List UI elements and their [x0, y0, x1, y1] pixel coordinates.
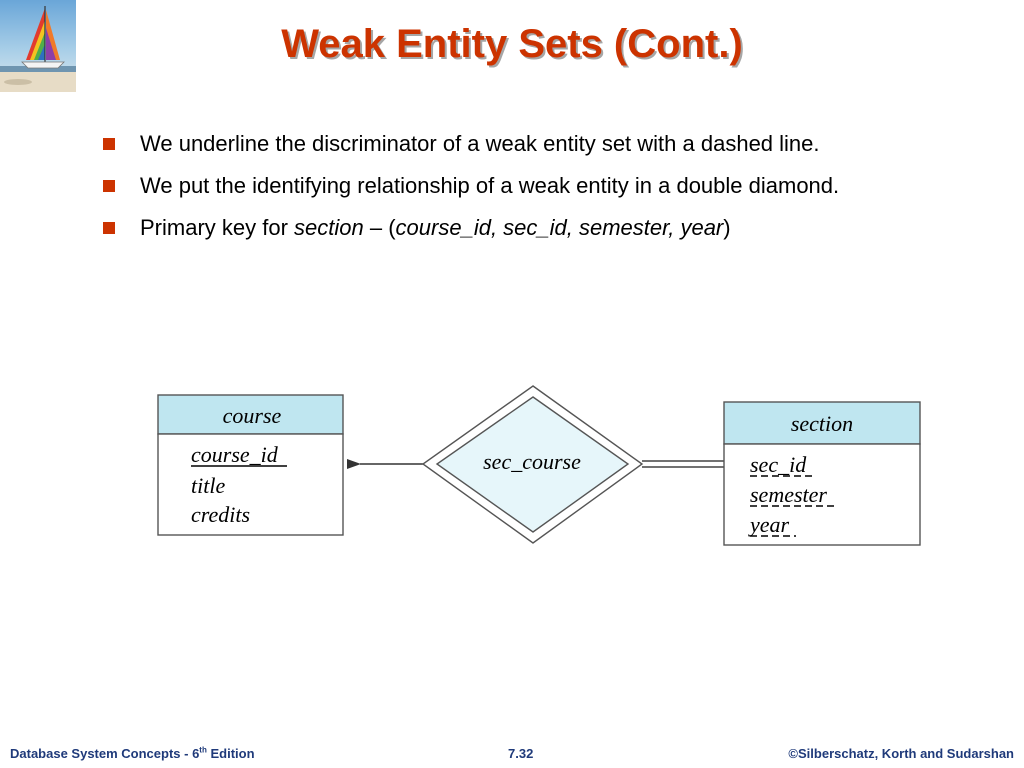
- entity-course-name: course: [223, 403, 282, 428]
- relationship-inner-diamond: [435, 396, 630, 533]
- entity-section-name: section: [791, 411, 853, 436]
- section-attr-year: year: [748, 512, 790, 537]
- entity-course-header: [157, 394, 344, 435]
- relationship-name: sec_course: [483, 449, 581, 474]
- entity-course: course course_id title credits: [157, 394, 344, 536]
- bullet-text-suffix: ): [723, 215, 731, 240]
- bullet-text: We put the identifying relationship of a…: [140, 173, 840, 198]
- bullet-primary-key: course_id, sec_id, semester, year: [395, 215, 724, 240]
- relationship-sec-course: sec_course: [421, 385, 644, 544]
- footer-edition-text: Edition: [206, 746, 255, 761]
- footer-copyright: ©Silberschatz, Korth and Sudarshan: [788, 746, 1014, 761]
- sailboat-logo: [0, 0, 76, 92]
- bullet-item: Primary key for section – (course_id, se…: [102, 212, 902, 243]
- bullet-text-prefix: Primary key for: [140, 215, 295, 240]
- bullet-text-separator: – (: [363, 215, 396, 240]
- course-attr-course-id: course_id: [191, 442, 279, 467]
- section-attr-sec-id: sec_id: [750, 452, 807, 477]
- course-attr-credits: credits: [191, 502, 250, 527]
- bullet-list: We underline the discriminator of a weak…: [102, 128, 902, 254]
- bullet-item: We underline the discriminator of a weak…: [102, 128, 902, 159]
- bullet-square-icon: [103, 222, 115, 234]
- footer-slide-number: 7.32: [508, 746, 534, 761]
- section-attr-semester: semester: [750, 482, 827, 507]
- bullet-entity-name: section: [294, 215, 364, 240]
- slide-title: Weak Entity Sets (Cont.): [281, 22, 743, 66]
- entity-section: section sec_id semester year: [723, 401, 921, 546]
- entity-section-header: [723, 401, 921, 445]
- course-attr-title: title: [191, 473, 225, 498]
- bullet-item: We put the identifying relationship of a…: [102, 170, 902, 201]
- bullet-text: We underline the discriminator of a weak…: [140, 131, 820, 156]
- entity-section-body: [723, 443, 921, 546]
- bullet-square-icon: [103, 138, 115, 150]
- footer-book-title-text: Database System Concepts - 6: [10, 746, 200, 761]
- entity-course-body: [157, 433, 344, 536]
- footer-book-title: Database System Concepts - 6th Edition: [10, 746, 255, 761]
- bullet-square-icon: [103, 180, 115, 192]
- footer-edition-superscript: th: [199, 745, 207, 755]
